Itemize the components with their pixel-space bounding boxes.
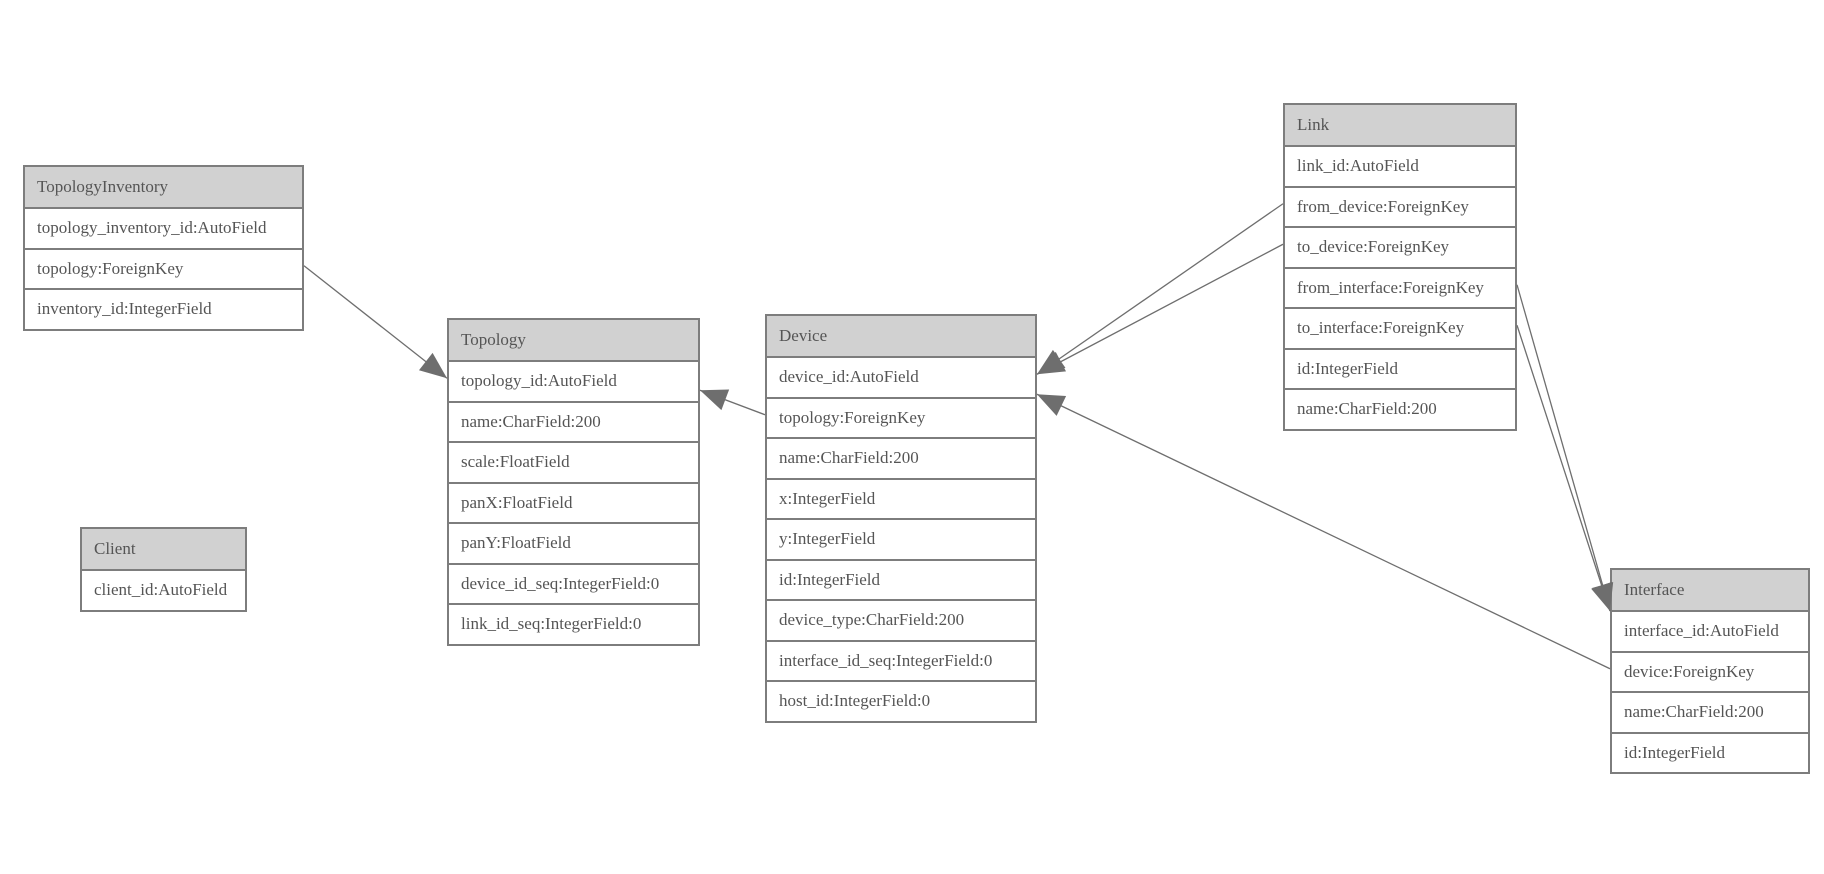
field-row: id:IntegerField	[1612, 731, 1808, 772]
entity-title: Topology	[449, 320, 698, 360]
field-row: interface_id_seq:IntegerField:0	[767, 639, 1035, 680]
field-row: interface_id:AutoField	[1612, 610, 1808, 651]
field-row: name:CharField:200	[1285, 388, 1515, 429]
entity-title: Device	[767, 316, 1035, 356]
arrowhead-topologyinventory-topology-to-topology	[418, 352, 447, 379]
field-row: topology:ForeignKey	[25, 247, 302, 288]
field-row: to_device:ForeignKey	[1285, 226, 1515, 267]
connector-interface-device-to-device	[1036, 393, 1611, 670]
field-row: link_id_seq:IntegerField:0	[449, 603, 698, 644]
field-row: panX:FloatField	[449, 481, 698, 522]
connector-link-to-device-to-device	[1036, 243, 1284, 375]
field-row: topology_inventory_id:AutoField	[25, 207, 302, 248]
field-row: inventory_id:IntegerField	[25, 288, 302, 329]
field-row: id:IntegerField	[767, 558, 1035, 599]
field-row: device:ForeignKey	[1612, 650, 1808, 691]
field-row: topology_id:AutoField	[449, 360, 698, 401]
arrowhead-interface-device-to-device	[1037, 394, 1067, 416]
arrowhead-link-from-device-to-device	[1037, 349, 1066, 375]
field-row: name:CharField:200	[449, 400, 698, 441]
connector-device-topology-to-topology	[699, 389, 766, 416]
field-row: panY:FloatField	[449, 522, 698, 563]
arrowhead-device-topology-to-topology	[700, 389, 730, 411]
entity-title: Client	[82, 529, 245, 569]
entity-title: TopologyInventory	[25, 167, 302, 207]
connector-topologyinventory-topology-to-topology	[303, 265, 448, 379]
entity-title: Interface	[1612, 570, 1808, 610]
field-row: name:CharField:200	[1612, 691, 1808, 732]
field-row: device_id:AutoField	[767, 356, 1035, 397]
field-row: to_interface:ForeignKey	[1285, 307, 1515, 348]
field-row: y:IntegerField	[767, 518, 1035, 559]
field-row: from_interface:ForeignKey	[1285, 266, 1515, 307]
field-row: client_id:AutoField	[82, 569, 245, 610]
field-row: scale:FloatField	[449, 441, 698, 482]
field-row: device_type:CharField:200	[767, 599, 1035, 640]
field-row: device_id_seq:IntegerField:0	[449, 562, 698, 603]
field-row: name:CharField:200	[767, 437, 1035, 478]
field-row: link_id:AutoField	[1285, 145, 1515, 186]
field-row: topology:ForeignKey	[767, 396, 1035, 437]
field-row: host_id:IntegerField:0	[767, 680, 1035, 721]
connector-link-from-device-to-device	[1036, 203, 1284, 375]
entity-title: Link	[1285, 105, 1515, 145]
connector-link-to-interface-to-interface	[1516, 325, 1611, 612]
field-row: from_device:ForeignKey	[1285, 185, 1515, 226]
arrowhead-link-to-interface-to-interface	[1591, 581, 1613, 611]
connector-link-from-interface-to-interface	[1516, 284, 1611, 612]
arrowhead-link-to-device-to-device	[1037, 351, 1067, 375]
field-row: id:IntegerField	[1285, 347, 1515, 388]
field-row: x:IntegerField	[767, 477, 1035, 518]
